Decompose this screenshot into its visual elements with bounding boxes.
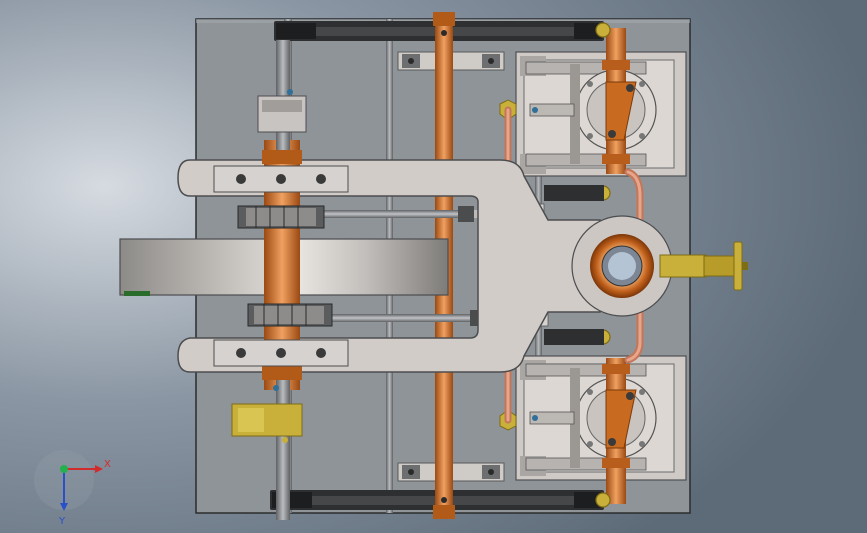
piston-copper-bottom[interactable] xyxy=(602,358,637,504)
steam-valve-wheel[interactable] xyxy=(659,241,748,291)
cylinder-assembly-top[interactable] xyxy=(515,51,687,177)
bearing-block-lower[interactable] xyxy=(213,339,349,367)
bearing-block-upper[interactable] xyxy=(213,165,349,193)
governor-ring[interactable] xyxy=(571,215,673,317)
cylinder-assembly-bottom[interactable] xyxy=(515,355,687,481)
axis-triad: X Y xyxy=(34,450,111,527)
gear-lower[interactable] xyxy=(247,303,333,327)
axis-x-label: X xyxy=(104,459,111,470)
gear-upper[interactable] xyxy=(237,205,325,229)
valve-rods xyxy=(544,185,604,345)
crosshead-frame[interactable] xyxy=(177,159,601,373)
axis-y-label: Y xyxy=(58,516,66,527)
piston-copper-top[interactable] xyxy=(602,28,637,174)
left-shaft-clamps[interactable] xyxy=(231,40,307,520)
